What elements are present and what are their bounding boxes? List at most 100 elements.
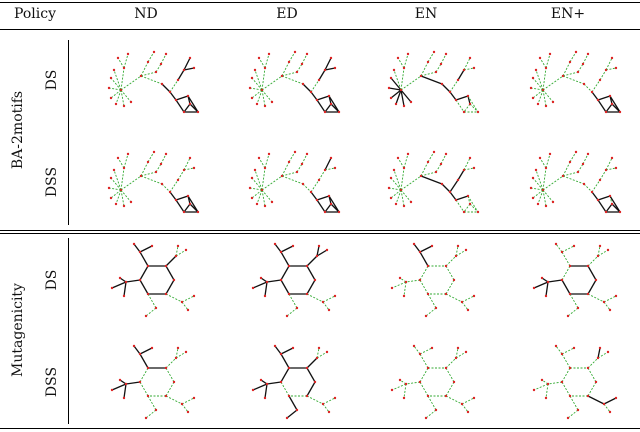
graph-node (464, 350, 468, 354)
unimportant-edge (463, 67, 475, 71)
graph-node (452, 278, 456, 282)
unimportant-edge (251, 89, 263, 99)
important-edge (413, 243, 421, 253)
graph-node (610, 56, 614, 60)
graph-node (466, 194, 470, 198)
graph-node (468, 156, 472, 160)
unimportant-edge (420, 61, 429, 77)
graph-node (273, 242, 277, 246)
graph-node (396, 56, 400, 60)
unimportant-edge (403, 281, 407, 297)
unimportant-edge (445, 265, 455, 281)
unimportant-edge (301, 53, 308, 65)
unimportant-edge (400, 75, 422, 91)
unimportant-edge (281, 71, 298, 77)
graph-node (426, 292, 430, 296)
graph-node (402, 66, 406, 70)
graph-node (566, 416, 570, 420)
graph-node (532, 388, 536, 392)
important-edge (316, 249, 328, 257)
unimportant-edge (577, 163, 584, 173)
important-edge (139, 251, 149, 267)
graph-node (329, 56, 333, 60)
unimportant-edge (603, 403, 611, 413)
graph-node (424, 416, 428, 420)
unimportant-edge (110, 77, 122, 91)
graph-node (126, 152, 130, 156)
graph-node (466, 410, 470, 414)
graph-explanation-figure (387, 50, 480, 114)
graph-node (333, 166, 337, 170)
graph-node (418, 380, 422, 384)
graph-node (122, 204, 126, 208)
important-edge (390, 89, 402, 99)
unimportant-edge (445, 381, 455, 397)
graph-node (574, 50, 578, 54)
graph-node (295, 408, 299, 412)
unimportant-edge (393, 169, 402, 191)
graph-node (468, 56, 472, 60)
important-edge (316, 195, 330, 201)
unimportant-edge (425, 307, 437, 317)
unimportant-edge (258, 57, 266, 69)
unimportant-edge (324, 167, 336, 171)
unimportant-edge (532, 189, 544, 199)
unimportant-edge (542, 175, 564, 191)
group-bracket-mutagenicity (68, 238, 69, 424)
graph-node (604, 110, 608, 114)
important-edge (603, 397, 617, 405)
graph-node (248, 186, 252, 190)
graph-node (596, 198, 600, 202)
graph-cell-r1-c2 (237, 40, 357, 124)
graph-node (476, 110, 480, 114)
unimportant-edge (261, 189, 273, 203)
unimportant-edge (288, 151, 296, 163)
unimportant-edge (110, 189, 122, 199)
important-edge (165, 279, 175, 295)
graph-node (295, 170, 299, 174)
graph-node (576, 306, 580, 310)
graph-node (188, 202, 192, 206)
unimportant-edge (316, 347, 320, 359)
graph-node (534, 68, 538, 72)
graph-node (444, 292, 448, 296)
graph-node (409, 200, 413, 204)
unimportant-edge (113, 69, 122, 91)
important-edge (587, 395, 605, 405)
graph-node (257, 156, 261, 160)
graph-node (460, 402, 464, 406)
unimportant-edge (539, 57, 547, 69)
unimportant-edge (261, 89, 266, 107)
header-col-ed: ED (276, 6, 298, 22)
graph-node (124, 382, 128, 386)
important-edge (561, 279, 571, 295)
important-edge (139, 245, 153, 253)
graph-node (387, 186, 391, 190)
important-edge (455, 95, 469, 101)
graph-node (315, 356, 319, 360)
unimportant-edge (145, 409, 157, 419)
graph-node (536, 102, 540, 106)
unimportant-edge (254, 169, 263, 191)
unimportant-edge (318, 169, 326, 181)
graph-node (538, 156, 542, 160)
group-label-mutagenicity: Mutagenicity (10, 283, 26, 377)
graph-node (270, 200, 274, 204)
graph-node (263, 396, 267, 400)
graph-node (468, 202, 472, 206)
important-edge (605, 203, 613, 213)
graph-node (174, 356, 178, 360)
unimportant-edge (115, 89, 122, 105)
graph-node (168, 90, 172, 94)
graph-node (464, 248, 468, 252)
unimportant-edge (545, 153, 551, 169)
unimportant-edge (322, 403, 330, 413)
unimportant-edge (597, 249, 609, 257)
unimportant-edge (463, 157, 471, 171)
unimportant-edge (419, 265, 429, 281)
unimportant-edge (561, 265, 571, 281)
graph-explanation-figure (107, 50, 200, 114)
unimportant-edge (147, 395, 157, 411)
unimportant-edge (537, 189, 544, 205)
important-edge (165, 255, 177, 267)
